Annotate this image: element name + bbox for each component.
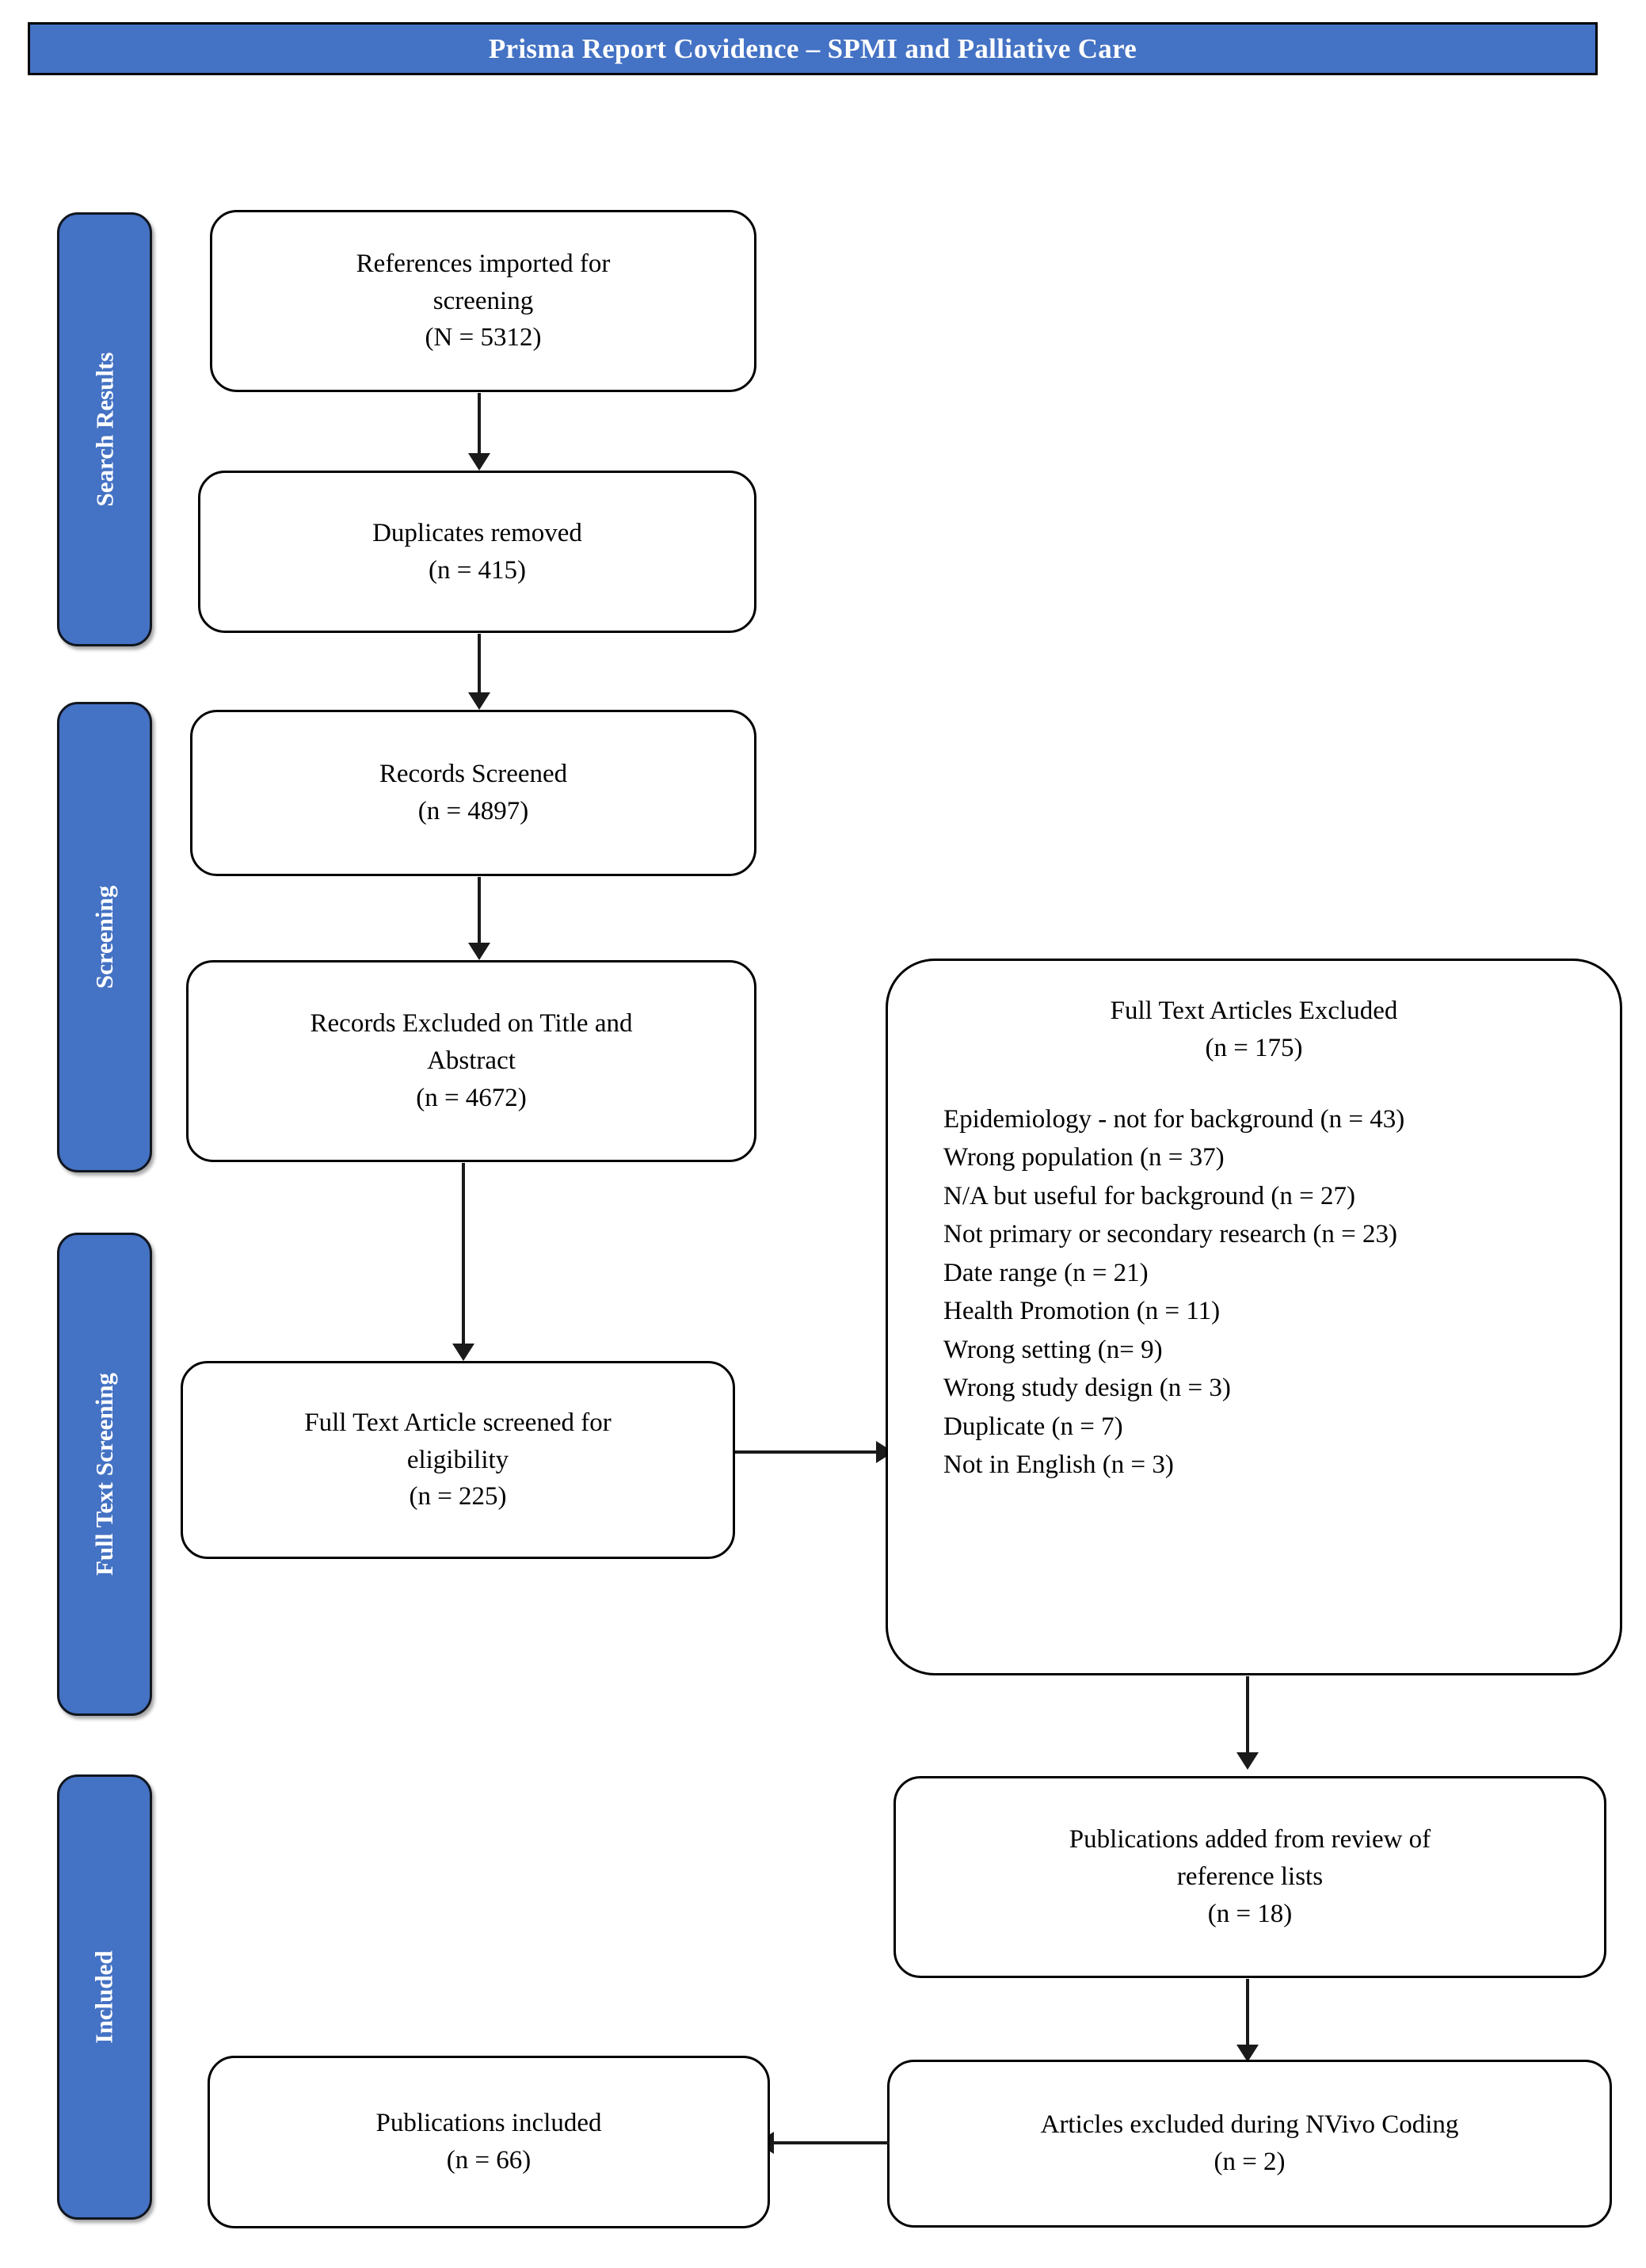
diagram-title-banner: Prisma Report Covidence – SPMI and Palli… <box>28 22 1598 75</box>
arrow-records-screened-to-excluded <box>455 877 503 960</box>
phase-label-full-text-screening: Full Text Screening <box>90 1372 119 1576</box>
phase-label-included: Included <box>90 1950 119 2044</box>
arrow-imported-to-duplicates <box>455 393 503 471</box>
exclusion-reason-item: Health Promotion (n = 11) <box>943 1297 1221 1326</box>
box-references-imported-line-1: References imported for <box>356 249 611 278</box>
box-records-screened: Records Screened (n = 4897) <box>190 710 756 876</box>
box-duplicates-removed-count: (n = 415) <box>428 555 527 585</box>
phase-bar-full-text-screening: Full Text Screening <box>57 1233 152 1716</box>
exclusion-reason-item: Date range (n = 21) <box>943 1258 1149 1287</box>
box-nvivo-excluded-count: (n = 2) <box>1214 2148 1286 2176</box>
exclusion-reason-item: Epidemiology - not for background (n = 4… <box>943 1104 1405 1134</box>
box-records-excluded-line-1: Records Excluded on Title and <box>310 1009 633 1039</box>
box-publications-included: Publications included (n = 66) <box>208 2056 770 2228</box>
exclusion-reason-item: Wrong population (n = 37) <box>943 1143 1225 1172</box>
box-publications-added-line-1: Publications added from review of <box>1069 1825 1431 1854</box>
box-fulltext-excluded-line-1: Full Text Articles Excluded <box>1110 997 1398 1025</box>
arrow-fulltext-screened-to-fulltext-excluded <box>735 1436 893 1468</box>
box-duplicates-removed-line-1: Duplicates removed <box>372 518 582 547</box>
phase-label-screening: Screening <box>90 885 118 989</box>
exclusion-reason-item: N/A but useful for background (n = 27) <box>943 1181 1355 1210</box>
box-references-imported-line-2: screening <box>432 286 534 315</box>
box-fulltext-screened: Full Text Article screened for eligibili… <box>181 1361 735 1559</box>
arrow-nvivo-excluded-to-publications-included <box>756 2127 890 2159</box>
box-fulltext-screened-line-1: Full Text Article screened for <box>304 1408 612 1437</box>
box-references-imported: References imported for screening (N = 5… <box>210 210 756 392</box>
box-duplicates-removed: Duplicates removed (n = 415) <box>198 471 756 633</box>
exclusion-reason-list: Epidemiology - not for background (n = 4… <box>912 1100 1596 1485</box>
exclusion-reason-item: Wrong setting (n= 9) <box>943 1335 1163 1364</box>
box-articles-excluded-nvivo: Articles excluded during NVivo Coding (n… <box>887 2060 1612 2228</box>
box-fulltext-excluded-count: (n = 175) <box>1205 1033 1303 1062</box>
box-nvivo-excluded-line-1: Articles excluded during NVivo Coding <box>1040 2110 1459 2140</box>
phase-bar-included: Included <box>57 1774 152 2220</box>
arrow-records-excluded-to-fulltext-screened <box>440 1163 487 1361</box>
box-publications-added-from-refs: Publications added from review of refere… <box>893 1776 1606 1978</box>
box-fulltext-articles-excluded: Full Text Articles Excluded (n = 175) Ep… <box>886 959 1622 1675</box>
page-title: Prisma Report Covidence – SPMI and Palli… <box>488 32 1137 64</box>
box-records-excluded-line-2: Abstract <box>427 1046 516 1076</box>
exclusion-reason-item: Not in English (n = 3) <box>943 1450 1174 1480</box>
box-publications-included-line-1: Publications included <box>375 2109 602 2138</box>
exclusion-reason-item: Not primary or secondary research (n = 2… <box>943 1220 1397 1249</box>
box-publications-added-line-2: reference lists <box>1176 1862 1324 1892</box>
phase-label-search-results: Search Results <box>90 352 118 507</box>
box-records-screened-count: (n = 4897) <box>417 797 529 825</box>
box-publications-added-count: (n = 18) <box>1207 1899 1293 1928</box>
box-fulltext-screened-line-2: eligibility <box>406 1445 509 1474</box>
box-records-screened-line-1: Records Screened <box>379 760 568 789</box>
phase-bar-screening: Screening <box>57 702 152 1172</box>
box-publications-included-count: (n = 66) <box>446 2146 532 2175</box>
box-records-excluded: Records Excluded on Title and Abstract (… <box>186 960 756 1162</box>
arrow-fulltext-excluded-to-added-refs <box>1224 1676 1271 1770</box>
exclusion-reason-item: Wrong study design (n = 3) <box>943 1374 1231 1403</box>
exclusion-reason-item: Duplicate (n = 7) <box>943 1412 1123 1441</box>
box-fulltext-screened-count: (n = 225) <box>409 1482 507 1511</box>
arrow-added-refs-to-nvivo-excluded <box>1224 1979 1271 2062</box>
phase-bar-search-results: Search Results <box>57 212 152 646</box>
arrow-duplicates-to-records-screened <box>455 634 503 710</box>
box-records-excluded-count: (n = 4672) <box>416 1083 527 1112</box>
box-references-imported-count: (N = 5312) <box>425 323 542 353</box>
